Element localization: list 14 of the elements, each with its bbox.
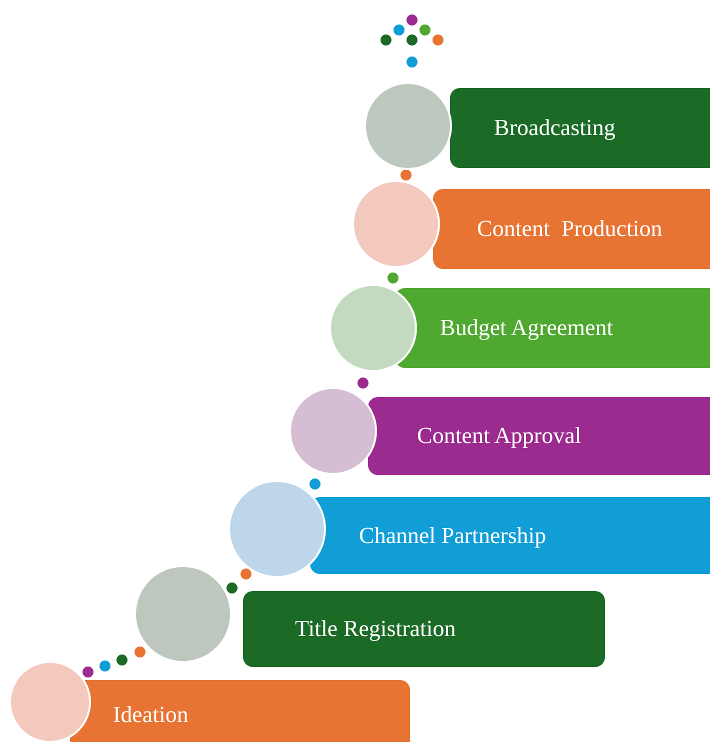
step-label: Title Registration [295, 616, 456, 642]
step-bar [310, 497, 710, 574]
step-bar [70, 680, 410, 742]
step-bar [450, 88, 710, 168]
step-label: Content Production [477, 216, 662, 242]
step-bar [395, 288, 710, 368]
step-label: Budget Agreement [440, 315, 614, 341]
step-bar [368, 397, 710, 475]
step-label: Ideation [113, 702, 188, 728]
step-label: Channel Partnership [359, 522, 546, 548]
step-label: Content Approval [417, 423, 582, 449]
step-label: Broadcasting [494, 115, 616, 141]
step-bar [243, 591, 605, 667]
step-bar [433, 189, 710, 269]
